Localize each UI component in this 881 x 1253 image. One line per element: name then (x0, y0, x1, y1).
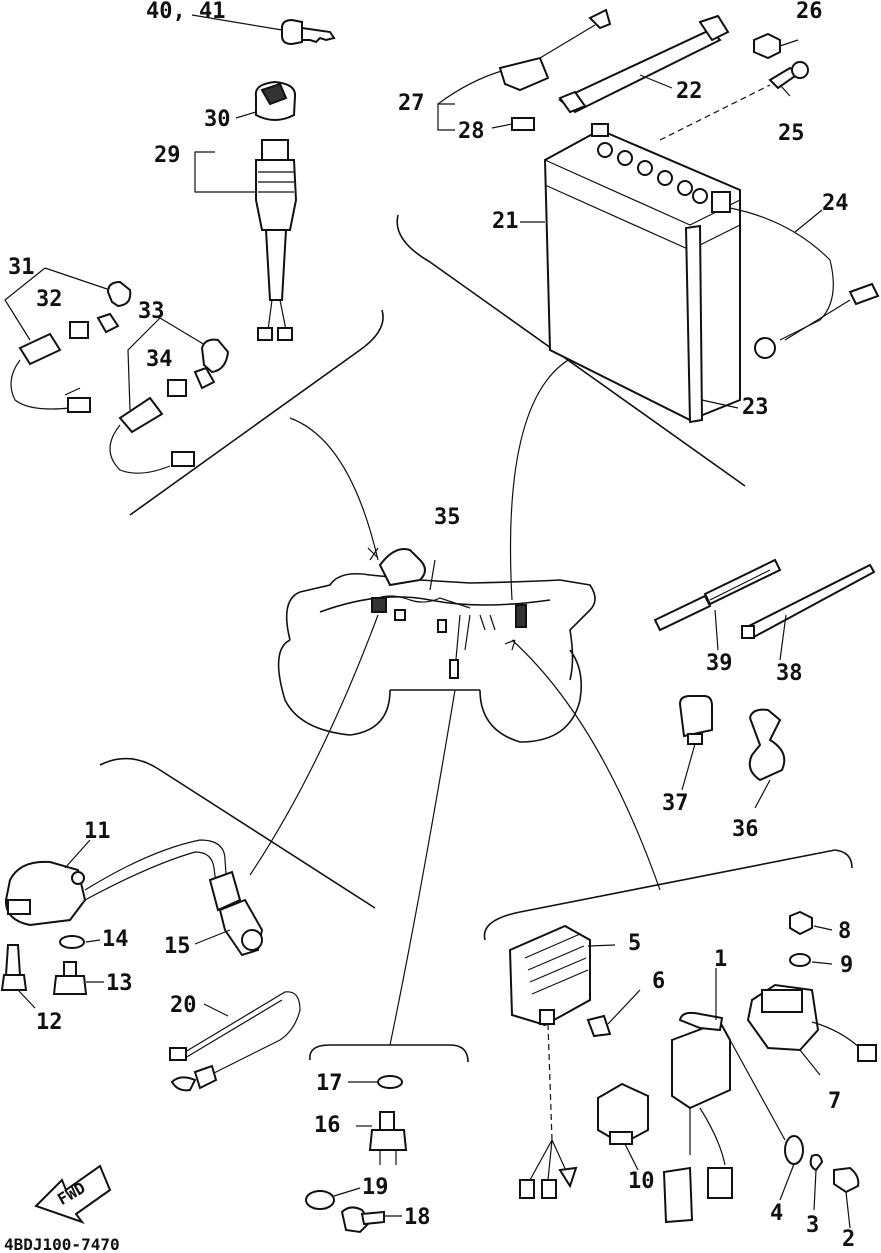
label-15: 15 (164, 934, 191, 959)
label-20: 20 (170, 993, 197, 1018)
leader-curves (249, 351, 661, 1046)
label-9: 9 (840, 953, 853, 978)
label-25: 25 (778, 121, 805, 146)
vehicle-silhouette (277, 548, 596, 743)
label-33: 33 (138, 299, 165, 324)
label-4: 4 (770, 1201, 783, 1226)
drawing-code: 4BDJ100-7470 (4, 1235, 120, 1253)
key-part (191, 14, 336, 46)
label-29: 29 (154, 143, 181, 168)
relay-bolts (779, 1135, 860, 1229)
cable-bands (653, 558, 876, 661)
label-18: 18 (404, 1205, 431, 1230)
label-27: 27 (398, 91, 425, 116)
battery-band (558, 14, 730, 114)
label-34: 34 (146, 347, 173, 372)
part-labels: 40, 41 26 27 28 22 25 30 29 21 24 31 32 … (4, 0, 855, 1253)
label-8: 8 (838, 919, 851, 944)
label-21: 21 (492, 209, 519, 234)
label-2: 2 (842, 1227, 855, 1252)
spark-plug-group (305, 1075, 408, 1234)
label-23: 23 (742, 395, 769, 420)
rectifier-regulator (508, 924, 641, 1199)
ignition-coil (4, 839, 264, 957)
label-12: 12 (36, 1010, 63, 1035)
label-35: 35 (434, 505, 461, 530)
label-38: 38 (776, 661, 803, 686)
label-40-41: 40, 41 (146, 0, 225, 24)
label-37: 37 (662, 791, 689, 816)
relay (597, 1082, 649, 1171)
label-1: 1 (714, 947, 727, 972)
forward-arrow: FWD (34, 1164, 112, 1225)
earth-lead (169, 991, 301, 1092)
label-6: 6 (652, 969, 665, 994)
label-7: 7 (828, 1089, 841, 1114)
label-5: 5 (628, 931, 641, 956)
label-16: 16 (314, 1113, 341, 1138)
label-11: 11 (84, 819, 111, 844)
label-14: 14 (102, 927, 129, 952)
battery-cable (729, 207, 880, 359)
label-24: 24 (822, 191, 849, 216)
label-32: 32 (36, 287, 63, 312)
label-36: 36 (732, 817, 759, 842)
label-39: 39 (706, 651, 733, 676)
label-28: 28 (458, 119, 485, 144)
label-19: 19 (362, 1175, 389, 1200)
label-31: 31 (8, 255, 35, 280)
battery (520, 123, 741, 424)
starter-relay (746, 910, 877, 1076)
cdi-unit (662, 968, 786, 1224)
label-10: 10 (628, 1169, 655, 1194)
battery-bolts (659, 32, 809, 141)
label-13: 13 (106, 971, 133, 996)
coil-bolts (0, 935, 104, 1009)
label-30: 30 (204, 107, 231, 132)
clamps (678, 695, 786, 809)
label-17: 17 (316, 1071, 343, 1096)
label-22: 22 (676, 79, 703, 104)
plug-caps (4, 267, 230, 474)
label-26: 26 (796, 0, 823, 24)
label-3: 3 (806, 1213, 819, 1238)
main-switch (194, 80, 298, 341)
fuse-holder (437, 8, 612, 131)
